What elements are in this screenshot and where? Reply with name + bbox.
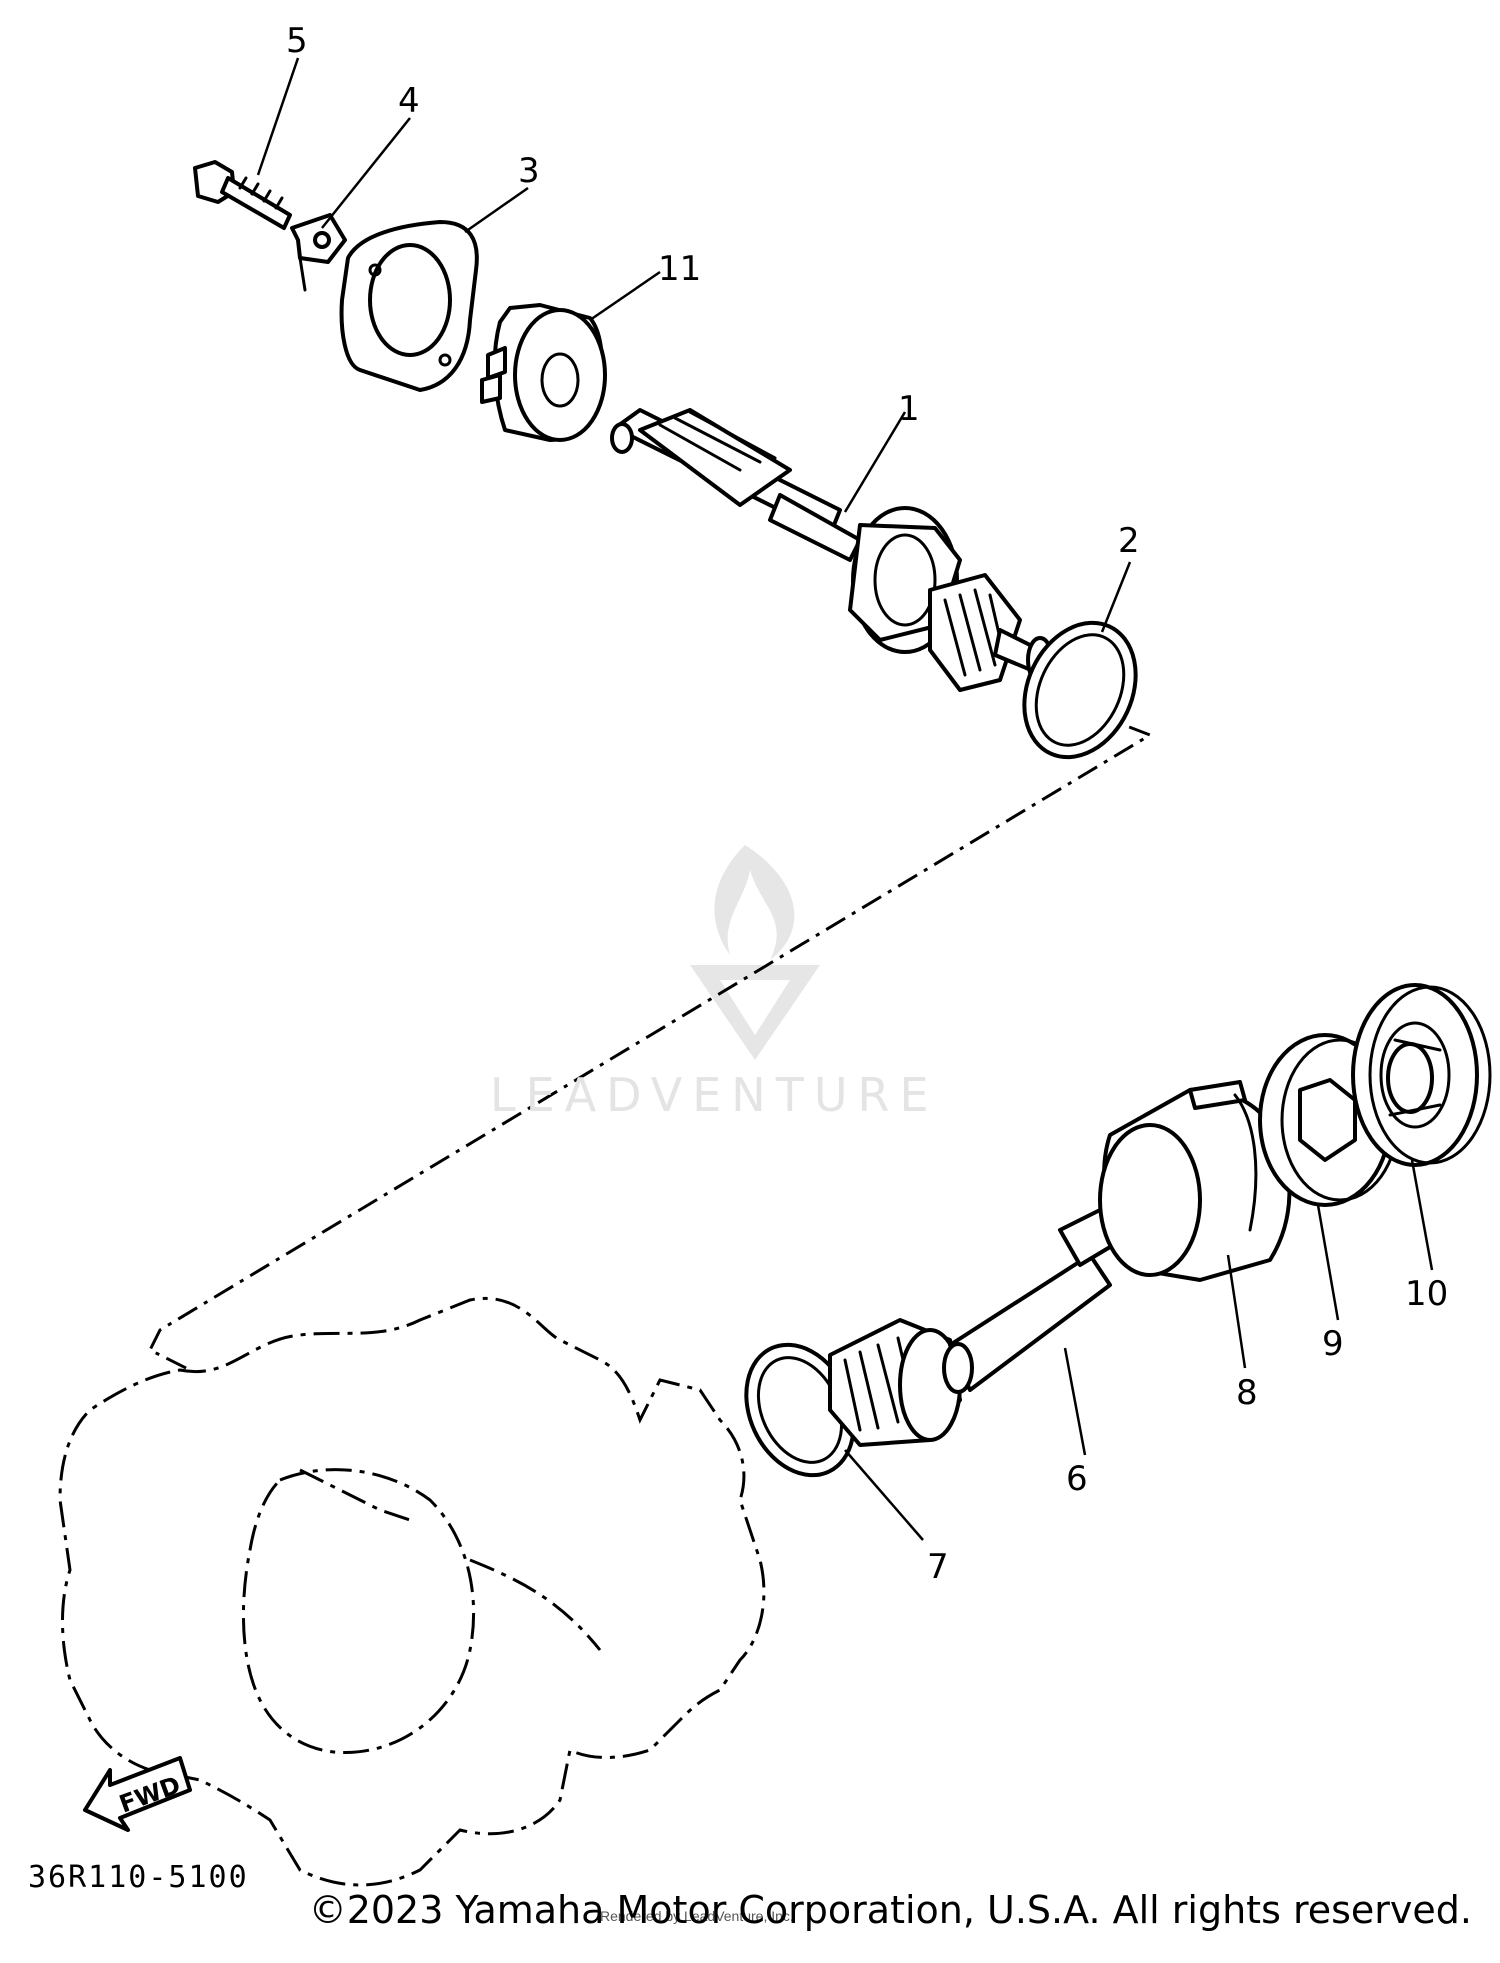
fwd-arrow-icon: FWD bbox=[83, 1756, 192, 1832]
callout-1: 1 bbox=[898, 389, 920, 429]
callout-7: 7 bbox=[927, 1547, 949, 1587]
copyright-notice: ©2023 Yamaha Motor Corporation, U.S.A. A… bbox=[308, 1888, 1472, 1932]
callout-5: 5 bbox=[286, 21, 308, 61]
leader-lines bbox=[256, 57, 1434, 1541]
assembly-guide-line bbox=[147, 710, 1154, 1372]
part-6-gear-shaft bbox=[828, 1203, 1132, 1447]
callout-3: 3 bbox=[518, 151, 540, 191]
part-2-ring bbox=[1022, 620, 1138, 760]
callout-11: 11 bbox=[658, 249, 701, 289]
engine-outline bbox=[58, 1296, 766, 1887]
part-4-stopper bbox=[290, 213, 347, 292]
part-11-dog bbox=[480, 303, 607, 442]
callout-4: 4 bbox=[398, 81, 420, 121]
part-8-housing bbox=[1098, 1080, 1292, 1282]
callout-numbers: 5 4 3 11 1 2 6 7 8 9 10 bbox=[286, 21, 1448, 1587]
part-5-bolt bbox=[193, 160, 292, 230]
part-1-shaft bbox=[610, 408, 1062, 692]
part-10-bearing bbox=[1351, 983, 1492, 1167]
callout-9: 9 bbox=[1322, 1324, 1344, 1364]
diagram-code: 36R110-5100 bbox=[28, 1860, 249, 1895]
fine-print: Rendered by LeadVenture, Inc. bbox=[600, 1908, 794, 1924]
part-3-plate bbox=[339, 220, 479, 392]
callout-6: 6 bbox=[1066, 1459, 1088, 1499]
watermark-text: LEADVENTURE bbox=[490, 1068, 939, 1122]
callout-10: 10 bbox=[1405, 1274, 1448, 1314]
leadventure-watermark-logo bbox=[690, 845, 820, 1060]
callout-2: 2 bbox=[1118, 521, 1140, 561]
callout-8: 8 bbox=[1236, 1373, 1258, 1413]
